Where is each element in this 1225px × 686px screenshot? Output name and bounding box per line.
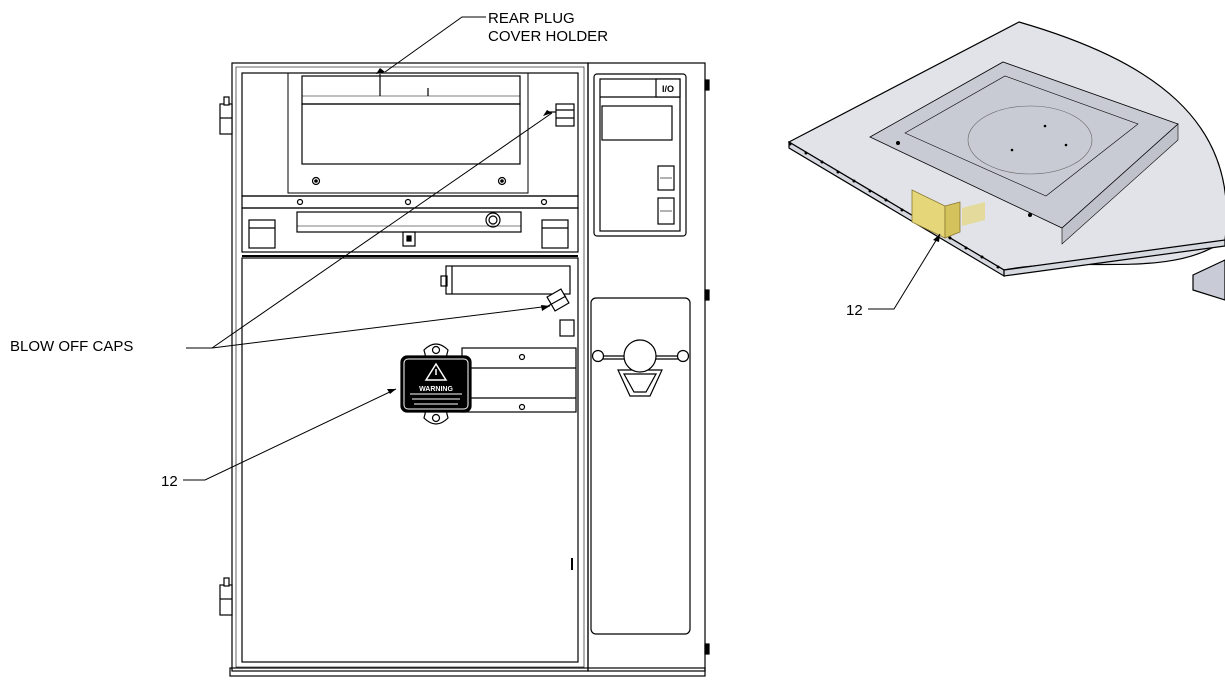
blow-off-cap-upper bbox=[548, 104, 574, 126]
upper-hinge bbox=[220, 97, 232, 134]
callout-rear-plug-cover-holder: REAR PLUG COVER HOLDER bbox=[488, 10, 608, 46]
cabinet-front-view bbox=[220, 63, 709, 676]
door-handle bbox=[593, 340, 689, 396]
callout-rear-plug-line1: REAR PLUG bbox=[488, 10, 608, 28]
callout-item-12-front: 12 bbox=[161, 473, 178, 491]
io-label: I/O bbox=[662, 84, 674, 94]
warning-tag bbox=[401, 344, 471, 424]
callout-blow-off-caps: BLOW OFF CAPS bbox=[10, 338, 133, 356]
callout-rear-plug-line2: COVER HOLDER bbox=[488, 28, 608, 46]
warning-tag-title: WARNING bbox=[419, 386, 453, 393]
callout-item-12-detail: 12 bbox=[846, 302, 863, 320]
lower-compartment bbox=[242, 258, 578, 662]
detail-isometric-view bbox=[789, 22, 1225, 300]
lower-hinge bbox=[220, 578, 232, 615]
